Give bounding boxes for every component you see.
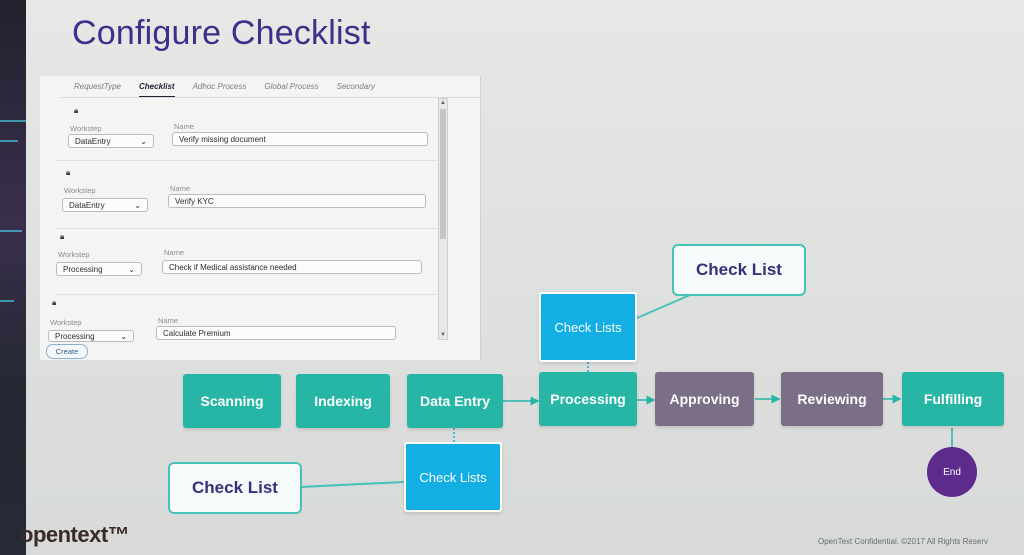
name-label: Name [164, 248, 185, 257]
footer-confidential: OpenText Confidential. ©2017 All Rights … [818, 537, 988, 546]
step-fulfilling[interactable]: Fulfilling [902, 372, 1004, 426]
checklist-entry: 🔒︎ Workstep DataEntry⌄ Name Verify missi… [56, 106, 442, 160]
opentext-logo: opentext™ [20, 522, 130, 547]
step-scanning[interactable]: Scanning [183, 374, 281, 428]
tab-global-process[interactable]: Global Process [264, 82, 319, 91]
step-approving[interactable]: Approving [655, 372, 754, 426]
checklist-entry: 🔒︎ Workstep Processing⌄ Name Calculate P… [46, 298, 432, 342]
panel-scrollbar[interactable]: ▲ ▼ [438, 98, 448, 340]
entry-divider [56, 160, 442, 161]
workstep-select[interactable]: DataEntry⌄ [62, 198, 148, 212]
lock-icon[interactable]: 🔒︎ [66, 168, 71, 177]
workstep-select[interactable]: Processing⌄ [56, 262, 142, 276]
scroll-up-icon[interactable]: ▲ [440, 100, 446, 106]
create-button[interactable]: Create [46, 344, 88, 359]
callout-check-list-bottom: Check List [168, 462, 302, 514]
decorative-line [0, 120, 26, 122]
name-input[interactable]: Calculate Premium [156, 326, 396, 340]
decorative-line [0, 140, 18, 142]
checklist-panel: RequestType Checklist Adhoc Process Glob… [40, 76, 481, 360]
check-lists-data-entry[interactable]: Check Lists [404, 442, 502, 512]
name-label: Name [174, 122, 195, 131]
lock-icon[interactable]: 🔒︎ [60, 232, 65, 241]
name-input[interactable]: Verify KYC [168, 194, 426, 208]
workstep-label: Workstep [70, 124, 102, 133]
name-label: Name [158, 316, 179, 325]
decorative-side-strip [0, 0, 26, 555]
decorative-line [0, 230, 22, 232]
workstep-label: Workstep [50, 318, 82, 327]
tab-adhoc-process[interactable]: Adhoc Process [192, 82, 247, 91]
name-label: Name [170, 184, 191, 193]
chevron-down-icon: ⌄ [128, 265, 135, 274]
workstep-label: Workstep [58, 250, 90, 259]
step-processing[interactable]: Processing [539, 372, 637, 426]
callout-check-list-top: Check List [672, 244, 806, 296]
checklist-entry: 🔒︎ Workstep DataEntry⌄ Name Verify KYC [56, 168, 442, 224]
name-input[interactable]: Verify missing document [172, 132, 428, 146]
chevron-down-icon: ⌄ [120, 332, 127, 341]
lock-icon[interactable]: 🔒︎ [52, 298, 57, 307]
check-lists-processing[interactable]: Check Lists [539, 292, 637, 362]
entry-divider [56, 294, 442, 295]
workstep-select[interactable]: Processing⌄ [48, 330, 134, 342]
name-input[interactable]: Check if Medical assistance needed [162, 260, 422, 274]
step-indexing[interactable]: Indexing [296, 374, 390, 428]
workstep-select[interactable]: DataEntry⌄ [68, 134, 154, 148]
scroll-thumb[interactable] [440, 109, 446, 239]
chevron-down-icon: ⌄ [140, 137, 147, 146]
tab-request-type[interactable]: RequestType [74, 82, 121, 91]
slide-title: Configure Checklist [72, 14, 371, 52]
end-node[interactable]: End [927, 447, 977, 497]
chevron-down-icon: ⌄ [134, 201, 141, 210]
workstep-label: Workstep [64, 186, 96, 195]
entry-divider [56, 228, 442, 229]
lock-icon[interactable]: 🔒︎ [74, 106, 79, 115]
tab-secondary[interactable]: Secondary [336, 82, 375, 91]
decorative-line [0, 300, 14, 302]
tab-divider [60, 97, 480, 98]
step-reviewing[interactable]: Reviewing [781, 372, 883, 426]
step-data-entry[interactable]: Data Entry [407, 374, 503, 428]
checklist-entry: 🔒︎ Workstep Processing⌄ Name Check if Me… [56, 232, 442, 290]
scroll-down-icon[interactable]: ▼ [440, 332, 446, 338]
